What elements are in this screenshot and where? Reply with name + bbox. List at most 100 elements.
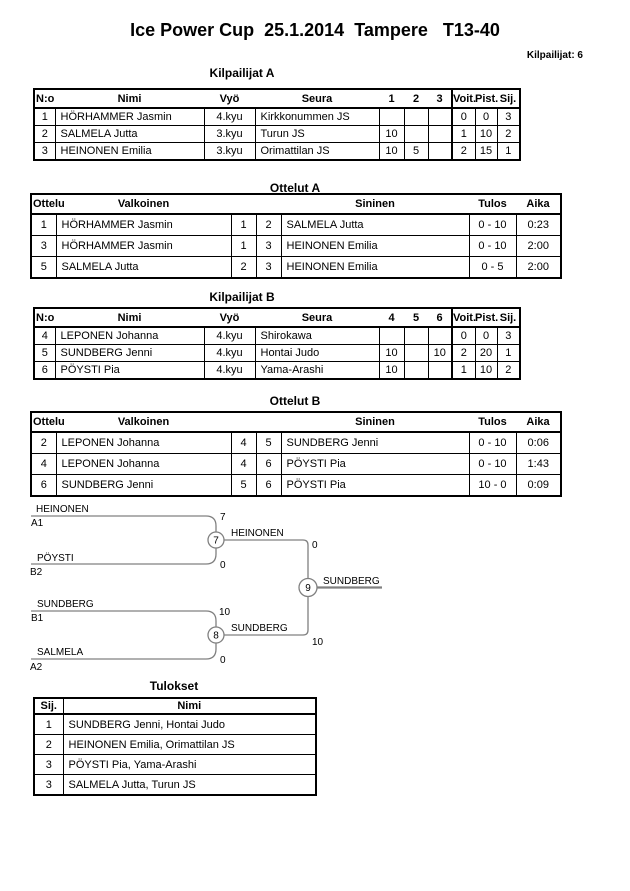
bracket-line bbox=[224, 597, 309, 636]
table-row: 6 PÖYSTI Pia 4.kyu Yama-Arashi 10 1 10 2 bbox=[33, 361, 521, 380]
cell: LEPONEN Johanna bbox=[55, 431, 232, 454]
cell: 5 bbox=[30, 256, 57, 279]
bracket-final-top-score: 0 bbox=[312, 540, 318, 551]
cell: 3 bbox=[33, 142, 56, 161]
cell: LEPONEN Johanna bbox=[54, 326, 205, 345]
heading-kilpailijat-b: Kilpailijat B bbox=[209, 290, 275, 304]
cell: 4 bbox=[30, 453, 57, 475]
cell: 4 bbox=[230, 431, 257, 454]
cell: Turun JS bbox=[254, 125, 380, 143]
col-header: Voit. bbox=[451, 308, 476, 328]
bracket-sf2-bottom-name: SALMELA bbox=[37, 647, 83, 658]
cell: 3 bbox=[496, 326, 521, 345]
cell: 10 bbox=[378, 125, 405, 143]
col-header: Nimi bbox=[55, 308, 204, 328]
cell: 1 bbox=[30, 213, 57, 236]
bracket-line bbox=[31, 643, 217, 660]
cell bbox=[427, 142, 453, 161]
cell: 3.kyu bbox=[203, 125, 256, 143]
cell: 4.kyu bbox=[203, 361, 256, 380]
col-header: Valkoinen bbox=[56, 412, 231, 433]
col-header: Tulos bbox=[469, 194, 516, 215]
bracket-match-number-7: 7 bbox=[213, 536, 219, 547]
cell bbox=[403, 344, 429, 362]
cell: 0 - 10 bbox=[468, 235, 517, 257]
cell: SUNDBERG Jenni bbox=[54, 344, 205, 362]
col-header: 4 bbox=[379, 308, 404, 328]
cell bbox=[427, 125, 453, 143]
bracket-sf2-winner-name: SUNDBERG bbox=[231, 623, 288, 634]
cell: 1 bbox=[230, 235, 257, 257]
table-row: 4 LEPONEN Johanna 4 6 PÖYSTI Pia 0 - 10 … bbox=[30, 453, 562, 475]
bracket-sf1-bottom-seed: B2 bbox=[30, 567, 43, 578]
bracket-match-number-8: 8 bbox=[213, 631, 219, 642]
cell: 0 - 10 bbox=[468, 431, 517, 454]
col-header: Seura bbox=[255, 89, 379, 109]
cell: 4 bbox=[230, 453, 257, 475]
bracket-sf2-bottom-seed: A2 bbox=[30, 662, 43, 673]
col-header: Sij. bbox=[497, 308, 520, 328]
bracket-sf2-top-seed: B1 bbox=[31, 613, 44, 624]
cell: 0 bbox=[451, 326, 476, 345]
cell: 10 bbox=[474, 361, 498, 380]
col-header: 1 bbox=[379, 89, 404, 109]
table-row: 4 LEPONEN Johanna 4.kyu Shirokawa 0 0 3 bbox=[33, 326, 521, 345]
col-header: Seura bbox=[255, 308, 379, 328]
cell: 3 bbox=[255, 256, 282, 279]
col-header: Vyö bbox=[204, 308, 255, 328]
cell: 0 bbox=[474, 107, 498, 126]
col-header: Nimi bbox=[55, 89, 204, 109]
col-header: Sininen bbox=[281, 412, 469, 433]
col-header: Aika bbox=[516, 194, 561, 215]
cell: HÖRHAMMER Jasmin bbox=[54, 107, 205, 126]
table-ottelut-a: Ottelu Valkoinen Sininen Tulos Aika 1 HÖ… bbox=[30, 193, 562, 279]
cell: 6 bbox=[30, 474, 57, 497]
table-row: 1 HÖRHAMMER Jasmin 4.kyu Kirkkonummen JS… bbox=[33, 107, 521, 126]
bracket-final-bottom-score: 10 bbox=[312, 637, 324, 648]
cell bbox=[427, 107, 453, 126]
col-header: Voit. bbox=[451, 89, 476, 109]
col-header: 5 bbox=[404, 308, 428, 328]
table-row: 2 SALMELA Jutta 3.kyu Turun JS 10 1 10 2 bbox=[33, 125, 521, 143]
cell: 3.kyu bbox=[203, 142, 256, 161]
cell: 2 bbox=[33, 125, 56, 143]
cell: 1:43 bbox=[515, 453, 562, 475]
cell: 6 bbox=[255, 453, 282, 475]
col-header: Ottelu bbox=[31, 194, 65, 215]
cell bbox=[427, 326, 453, 345]
table-row: 3 SALMELA Jutta, Turun JS bbox=[33, 774, 317, 796]
table-kilpailijat-a: N:o Nimi Vyö Seura 1 2 3 Voit. Pist. Sij… bbox=[33, 88, 521, 161]
cell: Shirokawa bbox=[254, 326, 380, 345]
cell: 2 bbox=[451, 344, 476, 362]
cell: 2:00 bbox=[515, 256, 562, 279]
cell: HEINONEN Emilia bbox=[280, 256, 470, 279]
table-header-row: Sij. Nimi bbox=[33, 698, 317, 715]
cell: 1 bbox=[33, 107, 56, 126]
cell: 5 bbox=[403, 142, 429, 161]
cell: SALMELA Jutta bbox=[54, 125, 205, 143]
cell: 3 bbox=[33, 754, 64, 775]
cell: 10 bbox=[378, 142, 405, 161]
table-row: 1 HÖRHAMMER Jasmin 1 2 SALMELA Jutta 0 -… bbox=[30, 213, 562, 236]
col-header: 6 bbox=[428, 308, 452, 328]
cell: PÖYSTI Pia bbox=[54, 361, 205, 380]
col-header: Nimi bbox=[62, 698, 317, 715]
col-header: N:o bbox=[34, 89, 55, 109]
bracket-sf2-top-name: SUNDBERG bbox=[37, 599, 94, 610]
cell: 2 bbox=[451, 142, 476, 161]
cell: 4 bbox=[33, 326, 56, 345]
cell: HEINONEN Emilia bbox=[280, 235, 470, 257]
bracket-sf2-bottom-score: 0 bbox=[220, 655, 226, 666]
col-header: Pist. bbox=[475, 308, 498, 328]
bracket-sf1-bottom-score: 0 bbox=[220, 560, 226, 571]
cell: 4.kyu bbox=[203, 326, 256, 345]
col-header: Sininen bbox=[281, 194, 469, 215]
cell: 2 bbox=[496, 361, 521, 380]
cell: PÖYSTI Pia, Yama-Arashi bbox=[62, 754, 317, 775]
cell: PÖYSTI Pia bbox=[280, 474, 470, 497]
cell: 3 bbox=[496, 107, 521, 126]
bracket-sf1-top-seed: A1 bbox=[31, 518, 44, 529]
table-tulokset: Sij. Nimi 1 SUNDBERG Jenni, Hontai Judo … bbox=[33, 697, 317, 796]
table-ottelut-b: Ottelu Valkoinen Sininen Tulos Aika 2 LE… bbox=[30, 411, 562, 497]
cell: 3 bbox=[33, 774, 64, 796]
